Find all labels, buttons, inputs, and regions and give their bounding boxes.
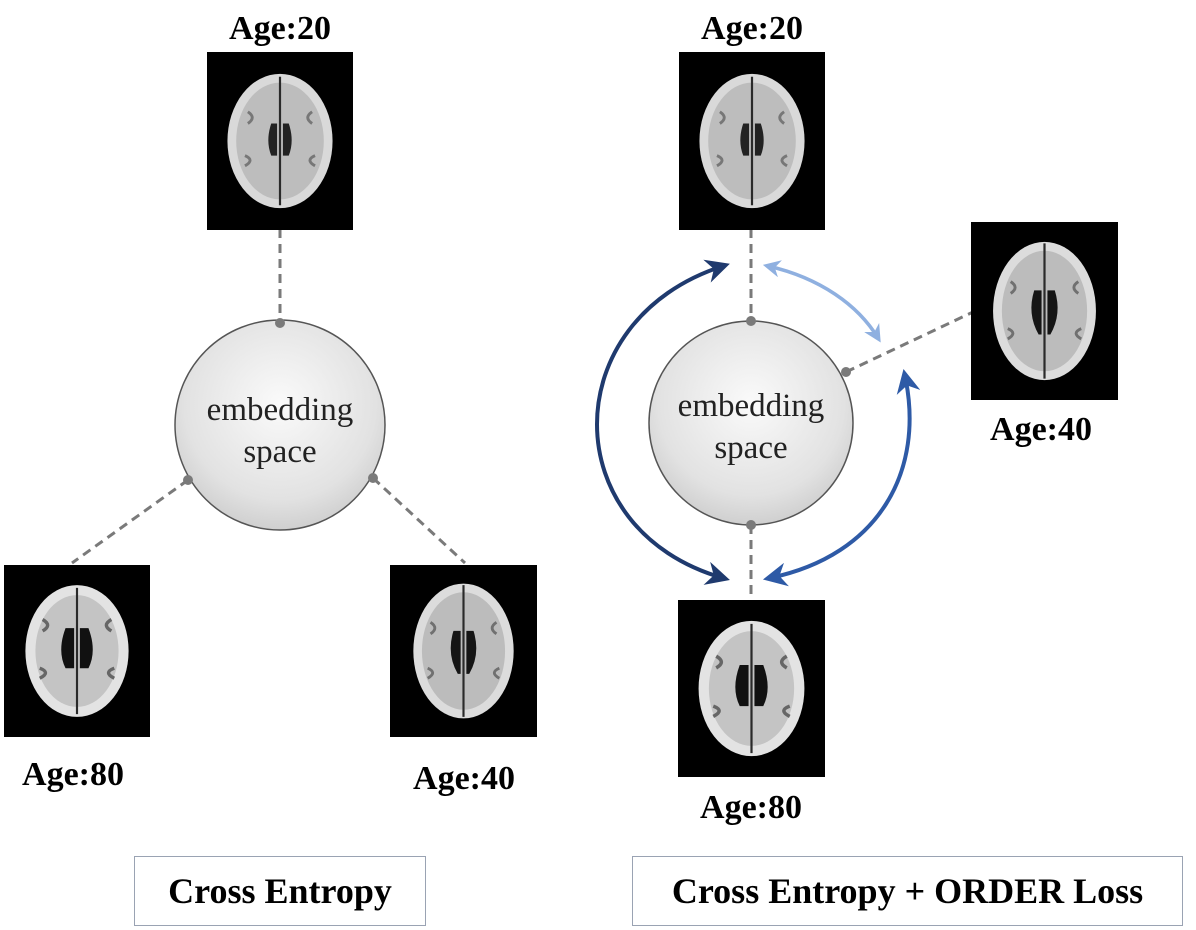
left-connector-bottom-right: [371, 476, 467, 565]
right-dot-right: [841, 367, 851, 377]
brain-scan-icon: [698, 620, 805, 757]
brain-scan-age20-right: [679, 52, 825, 230]
right-dot-top: [746, 316, 756, 326]
right-connector-right: [845, 310, 974, 374]
brain-scan-icon: [413, 583, 514, 719]
left-connector-bottom-left: [71, 478, 189, 565]
brain-scan-icon: [227, 73, 333, 209]
left-connectors: [71, 229, 467, 565]
right-dot-bottom: [746, 520, 756, 530]
brain-scan-age40-left: [390, 565, 537, 737]
label-age20-left: Age:20: [229, 10, 331, 47]
left-dot-bottom-left: [183, 475, 193, 485]
brain-scan-icon: [993, 241, 1096, 381]
brain-scan-age80-left: [4, 565, 150, 737]
brain-scan-age80-right: [678, 600, 825, 777]
right-embedding-label-line2: space: [714, 430, 787, 466]
brain-scan-icon: [699, 73, 805, 209]
caption-cross-entropy-order-loss: Cross Entropy + ORDER Loss: [632, 856, 1183, 926]
arrow-age20-age80: [595, 259, 730, 585]
left-dot-top: [275, 318, 285, 328]
label-age80-right: Age:80: [700, 789, 802, 826]
right-connectors: [749, 229, 974, 600]
label-age80-left: Age:80: [22, 756, 124, 793]
arrow-age40-age80: [762, 368, 921, 587]
brain-scan-icon: [25, 585, 129, 717]
right-embedding-label-line1: embedding: [678, 388, 825, 424]
left-dot-bottom-right: [368, 473, 378, 483]
left-embedding-label-line2: space: [243, 434, 316, 470]
brain-scan-age40-right: [971, 222, 1118, 400]
left-embedding-label-line1: embedding: [207, 392, 354, 428]
label-age40-left: Age:40: [413, 760, 515, 797]
label-age20-right: Age:20: [701, 10, 803, 47]
brain-scan-age20-left: [207, 52, 353, 230]
arrow-age20-age40: [762, 260, 881, 343]
label-age40-right: Age:40: [990, 411, 1092, 448]
caption-cross-entropy: Cross Entropy: [134, 856, 426, 926]
